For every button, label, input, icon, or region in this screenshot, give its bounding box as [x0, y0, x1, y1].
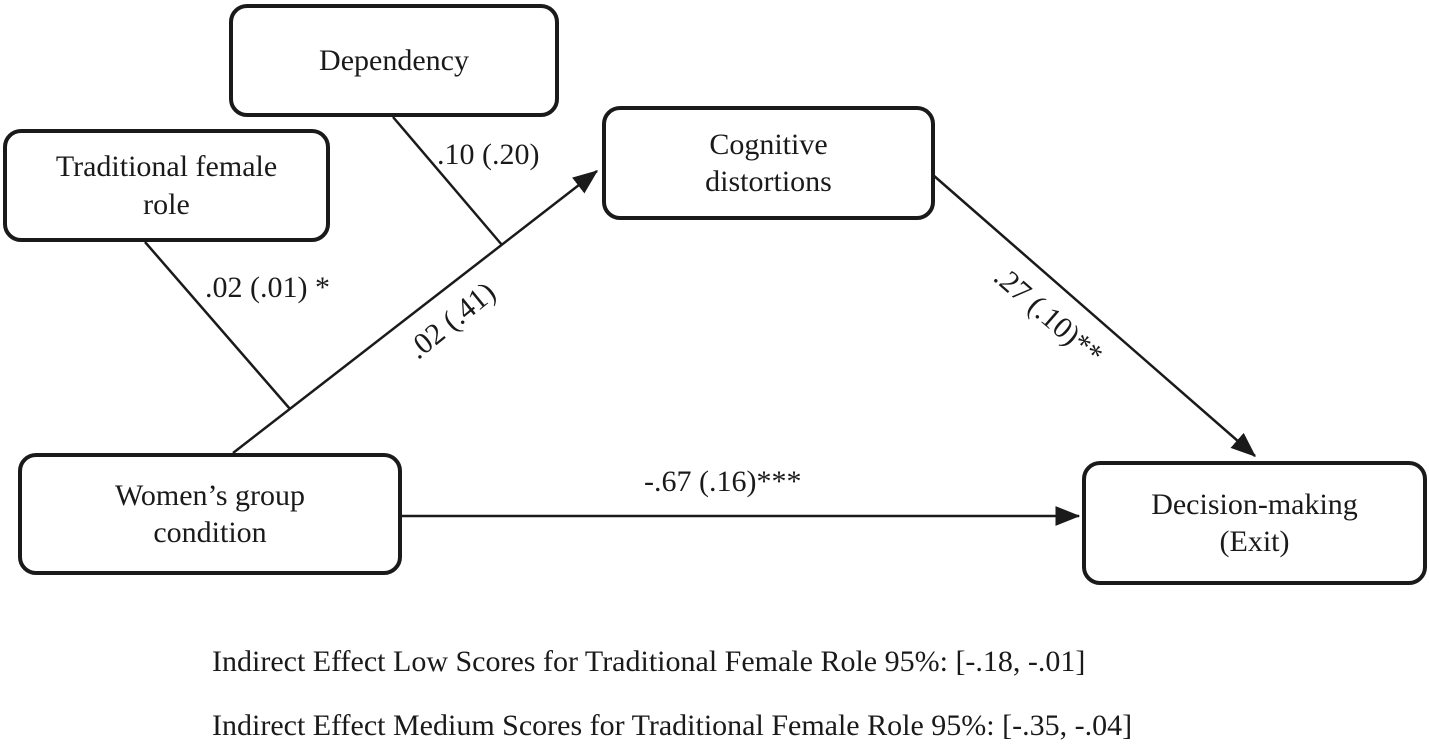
node-cognitive-distortions-label: Cognitive distortions	[705, 127, 832, 199]
indirect-effect-medium-note: Indirect Effect Medium Scores for Tradit…	[212, 709, 1133, 742]
node-decision-making-label: Decision-making (Exit)	[1151, 487, 1358, 559]
edge-dependency-moderation-line	[392, 116, 503, 246]
node-womens-group-condition-label: Women’s group condition	[114, 478, 306, 550]
edge-label-womens-group-to-decision: -.67 (.16)***	[644, 465, 802, 498]
node-dependency-label: Dependency	[319, 43, 469, 77]
edge-cognitive-to-decision-arrow	[932, 174, 1256, 457]
node-traditional-female-role-label: Traditional female role	[55, 150, 278, 221]
node-decision-making: Decision-making (Exit)	[1082, 461, 1427, 585]
indirect-effect-low-note: Indirect Effect Low Scores for Tradition…	[212, 645, 1086, 678]
node-womens-group-condition: Women’s group condition	[18, 453, 402, 575]
edge-label-traditional-female-role-path: .02 (.01) *	[205, 271, 330, 304]
node-cognitive-distortions: Cognitive distortions	[602, 106, 935, 220]
edge-traditional-female-role-moderation-line	[144, 241, 291, 410]
edge-label-dependency-path: .10 (.20)	[437, 138, 540, 171]
node-traditional-female-role: Traditional female role	[3, 129, 330, 242]
edge-womens-group-to-cognitive-arrow	[232, 170, 598, 454]
node-dependency: Dependency	[229, 4, 559, 117]
